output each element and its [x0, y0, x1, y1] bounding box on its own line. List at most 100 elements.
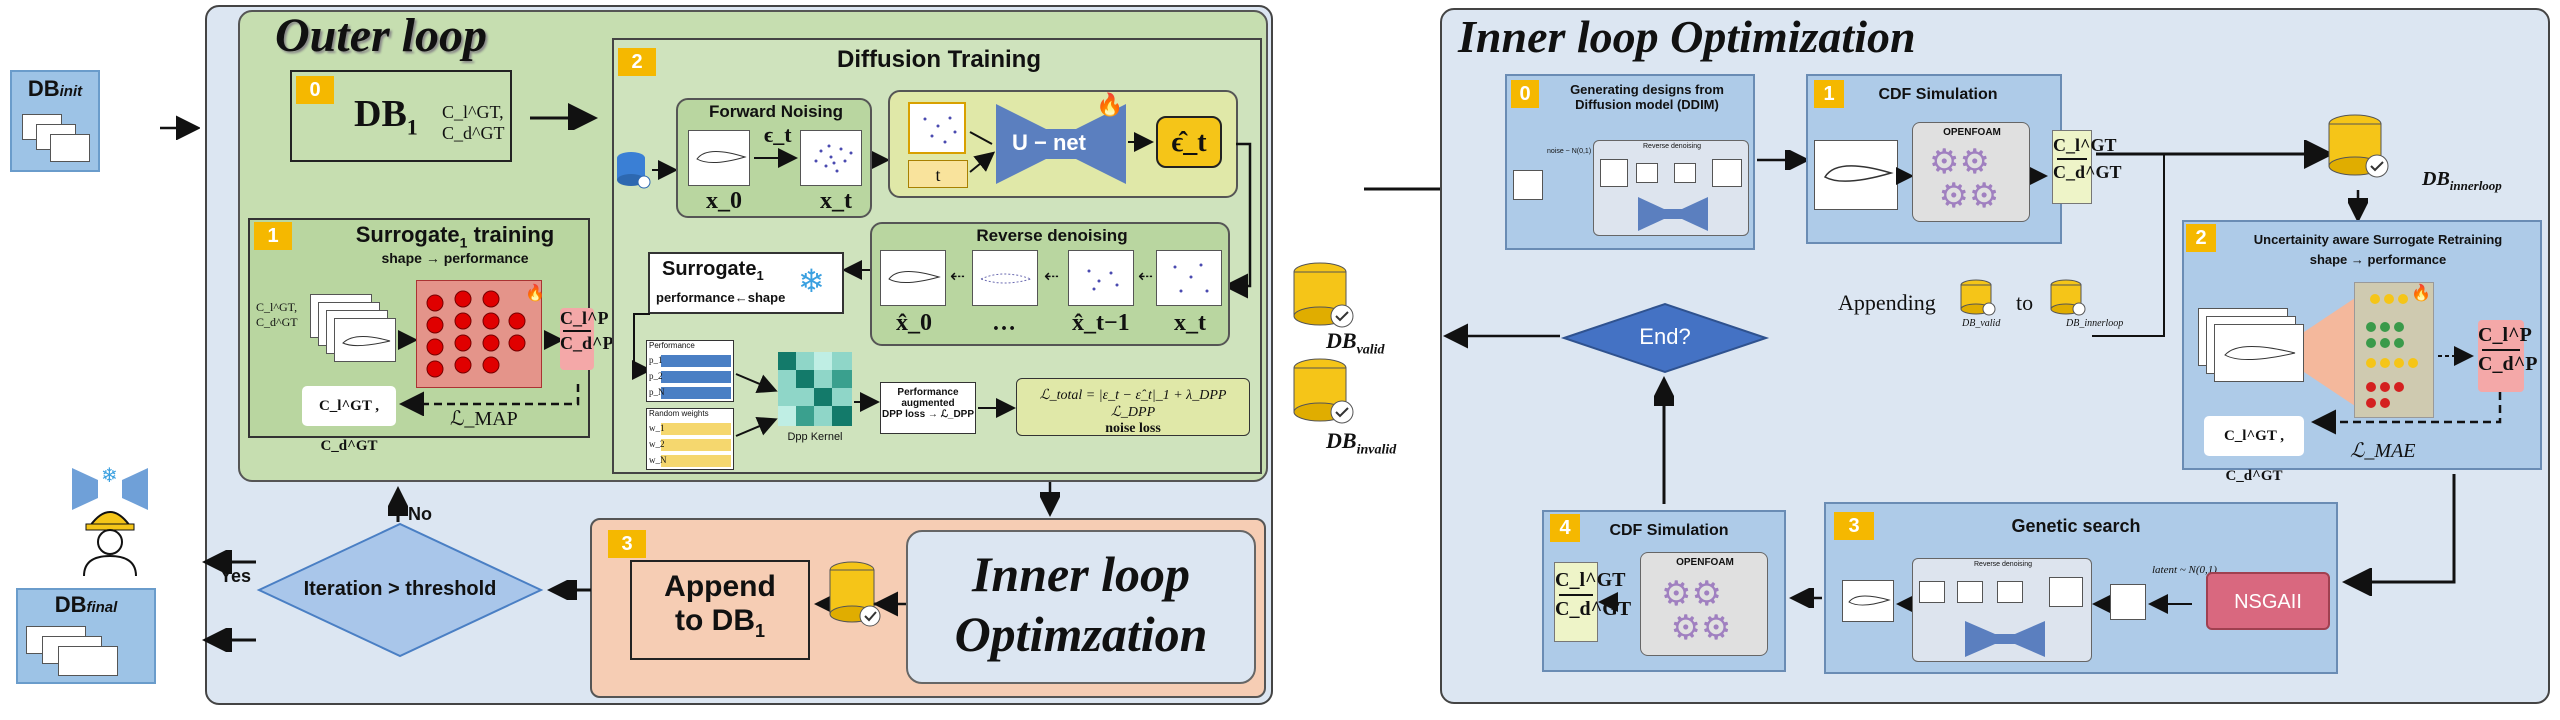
random-weights-label: Random weights [649, 409, 709, 418]
appending-label: Appending [1838, 290, 1936, 315]
retrain-gt-label: C_l^GT , C_d^GT [2204, 416, 2304, 484]
retrain-network: 🔥 [2354, 282, 2434, 418]
arrow-retrain-to-genetic [2440, 474, 2456, 584]
dpp-kernel: Dpp Kernel [778, 352, 852, 443]
x0-label: x_0 [706, 188, 742, 214]
total-loss-formula: ℒ_total = |ε_t − ε̂_t|_1 + λ_DPP ℒ_DPP [1039, 388, 1227, 420]
epsilon-label: ϵ_t [764, 122, 792, 147]
gen-reverse-box: Reverse denoising [1593, 140, 1749, 236]
openfoam-label-4: OPENFOAM [1676, 557, 1734, 568]
surrogate-gt-label: C_l^GT , C_d^GT [302, 386, 396, 454]
append-badge: 3 [608, 530, 646, 558]
surrogate-training-box: 1 Surrogate1 training shape → performanc… [248, 218, 613, 454]
retrain-loss: ℒ_MAE [2350, 440, 2416, 462]
surrogate-retraining-box: 2 Uncertainity aware Surrogate Retrainin… [2182, 220, 2542, 484]
fire-icon: 🔥 [525, 285, 545, 302]
arrow-cfd1-outputs [2092, 140, 2334, 337]
arrow-db1-to-diffusion [530, 103, 598, 130]
appending-from-db: DB_valid [1962, 318, 2001, 329]
reverse-denoising-box: Reverse denoising ⇠ ⇠ ⇠ x̂_0 … x̂_t−1 x_… [870, 222, 1230, 346]
cfd1-title: CDF Simulation [1878, 86, 1998, 103]
db-valid-label: DBvalid [1326, 328, 1385, 358]
eps-hat-output: ϵ̂_t [1156, 116, 1222, 168]
frozen-surrogate-title: Surrogate1 [662, 258, 764, 283]
end-decision [1560, 302, 1770, 374]
performance-matrix: Performance p_1 p_2 p_N [646, 340, 734, 402]
dpp-kernel-label: Dpp Kernel [787, 431, 843, 443]
x0-hat-label: x̂_0 [896, 310, 932, 336]
genetic-search-box: 3 Genetic search Reverse denoising laten… [1824, 502, 2338, 674]
latent-label: latent ~ N(0,1) [2152, 564, 2217, 576]
xt-minus-1-label: x̂_t−1 [1072, 310, 1130, 336]
surrogate-loss-arrow [399, 384, 580, 416]
network-nodes [426, 290, 526, 378]
noise-loss-label: noise loss [1105, 421, 1161, 436]
database-check-icon [829, 561, 881, 627]
fire-icon: 🔥 [2411, 285, 2431, 302]
surrogate-training-title: Surrogate1 training [355, 222, 555, 251]
performance-label: Performance [649, 341, 695, 350]
forward-noising-title: Forward Noising [708, 102, 844, 121]
forward-noising-box: Forward Noising ϵ_t x_0 x_t [676, 98, 872, 218]
no-label: No [408, 504, 432, 524]
arrow-init-to-outer [160, 115, 200, 140]
dpp-loss-box: Performance augmented DPP loss → ℒ_DPP [880, 382, 976, 434]
retrain-subtitle: shape → performance [2309, 252, 2447, 267]
appending-db-inner-icon [2050, 279, 2086, 316]
cfd4-title: CDF Simulation [1609, 522, 1729, 539]
xt-reverse-label: x_t [1174, 310, 1206, 336]
db-init-label: DBinit [27, 76, 83, 101]
xt-label: x_t [820, 188, 852, 214]
end-label: End? [1639, 324, 1691, 349]
gear-icon: ⚙⚙ ⚙⚙ [1661, 575, 1732, 647]
ellipsis-label: … [992, 310, 1016, 336]
inner-loop-title: Inner loop Optimization [1458, 11, 1916, 62]
decision-label: Iteration > threshold [303, 578, 497, 600]
airfoil-x0-image [688, 130, 750, 186]
surrogate-training-subtitle: shape → performance [381, 250, 529, 266]
gen-badge: 0 [1511, 80, 1539, 108]
unet-shape [996, 104, 1126, 184]
noise-xt-image [800, 130, 862, 186]
db-invalid-icon [1293, 358, 1354, 424]
engineer-icon: ❄ [72, 465, 148, 577]
db-valid-icon [1293, 262, 1354, 328]
openfoam-label-1: OPENFOAM [1943, 127, 2001, 138]
db1-label: DB1 [354, 93, 418, 140]
surrogate-outputs: C_l^P C_d^P [560, 308, 613, 370]
db1-badge: 0 [296, 76, 334, 104]
db-final-label: DBfinal [54, 592, 118, 617]
db-final-box: DBfinal [16, 588, 156, 684]
genetic-reverse-box: Reverse denoising [1912, 558, 2092, 662]
iteration-decision [256, 522, 544, 658]
snowflake-icon: ❄ [798, 263, 825, 299]
appending-to-db: DB_innerloop [2066, 318, 2124, 329]
random-weights-matrix: Random weights w_1 w_2 w_N [646, 408, 734, 470]
noisy-input-image [908, 102, 966, 154]
gen-noise-label: noise ~ N(0,1) [1547, 148, 1592, 155]
db-innerloop-label: DBinnerloop [2422, 168, 2502, 193]
unet-label: U − net [1012, 130, 1086, 155]
appending-to: to [2016, 290, 2034, 315]
appending-db-valid-icon [1960, 279, 1996, 316]
diffusion-badge: 2 [618, 48, 656, 76]
arrow-unet-to-reverse [1223, 142, 1252, 299]
surrogate-badge: 1 [254, 222, 292, 250]
db-invalid-label: DBinvalid [1326, 428, 1397, 458]
database-icon [617, 152, 651, 189]
openfoam-box-4: OPENFOAM ⚙⚙ ⚙⚙ [1640, 552, 1768, 656]
frozen-surrogate-box: Surrogate1 performance←shape ❄ [648, 252, 844, 314]
append-box: Append to DB1 [630, 560, 810, 660]
surrogate-network: 🔥 [416, 280, 545, 388]
fire-icon: 🔥 [1096, 92, 1124, 117]
arrow-surrogate-split [632, 313, 652, 380]
db-innerloop-icon [2328, 114, 2389, 178]
svg-text:❄: ❄ [101, 465, 118, 487]
unet-box: t U − net 🔥 ϵ̂_t [888, 90, 1238, 198]
